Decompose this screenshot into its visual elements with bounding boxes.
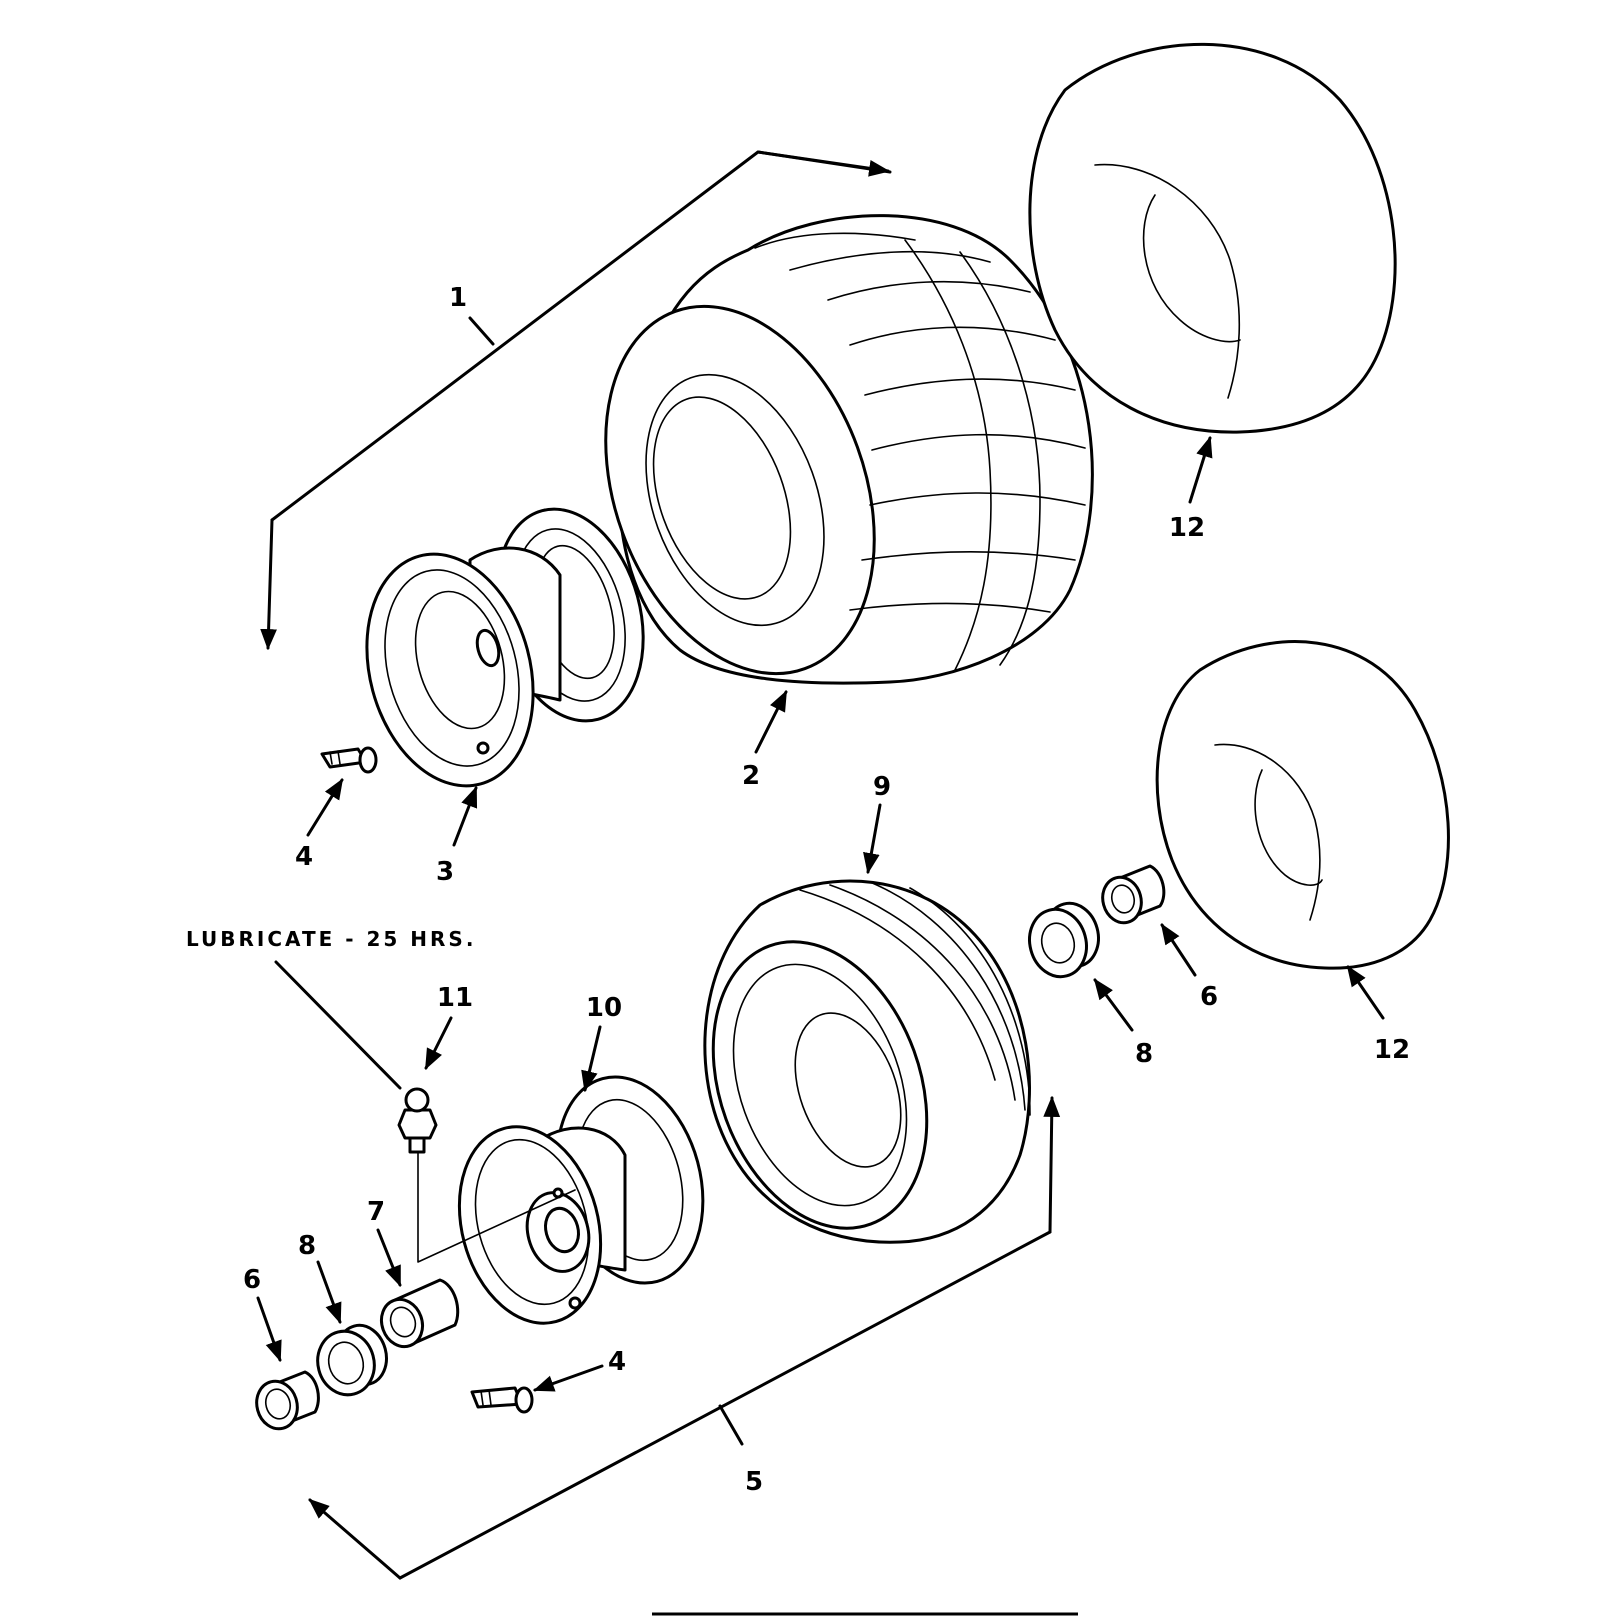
tire-cover-lower: [1155, 640, 1450, 970]
lubricate-note: LUBRICATE - 25 HRS.: [186, 927, 476, 951]
callout-12-lower: 12: [1374, 1035, 1410, 1065]
valve-stem-lower: [470, 1386, 534, 1414]
bearing-flange-8-lower: [316, 1323, 388, 1397]
callout-11: 11: [437, 983, 473, 1013]
grease-fitting: [397, 1087, 576, 1263]
callout-6-lower: 6: [243, 1265, 261, 1295]
callout-12-upper: 12: [1169, 513, 1205, 543]
valve-stem-upper: [320, 746, 378, 774]
callout-numbers: 1 2 3 4 4 5 6 6 7 8 8 9 10 11 12 12: [243, 283, 1410, 1497]
assembly-bracket-5: [308, 1095, 1061, 1580]
callout-4-lower: 4: [608, 1347, 626, 1377]
wheel-rim-lower: [457, 1075, 705, 1325]
tire-rib-lines: [799, 881, 1031, 1116]
callout-leaders: [256, 435, 1385, 1392]
tire-cover-upper: [1028, 42, 1397, 434]
callout-8-upper: 8: [1135, 1039, 1153, 1069]
bearing-flange-8-upper: [1028, 901, 1100, 979]
wheel-rim-upper: [365, 507, 645, 788]
callout-3: 3: [436, 857, 454, 887]
tire-upper: [604, 214, 1094, 685]
callout-6-upper: 6: [1200, 982, 1218, 1012]
callout-8-lower: 8: [298, 1231, 316, 1261]
lubricate-leader-line: [274, 960, 402, 1090]
bushing-6-lower: [255, 1370, 320, 1431]
callout-1: 1: [449, 283, 467, 313]
callout-2: 2: [742, 761, 760, 791]
spacer-7: [379, 1278, 460, 1349]
callout-10: 10: [586, 993, 622, 1023]
tire-lower: [703, 879, 1032, 1244]
assembly-bracket-1: [260, 150, 892, 651]
callout-9: 9: [873, 772, 891, 802]
bushing-6-upper: [1101, 864, 1166, 925]
callout-5: 5: [745, 1467, 763, 1497]
callout-4-upper: 4: [295, 842, 313, 872]
tire-lug-lines: [754, 232, 1086, 671]
callout-7: 7: [367, 1197, 385, 1227]
